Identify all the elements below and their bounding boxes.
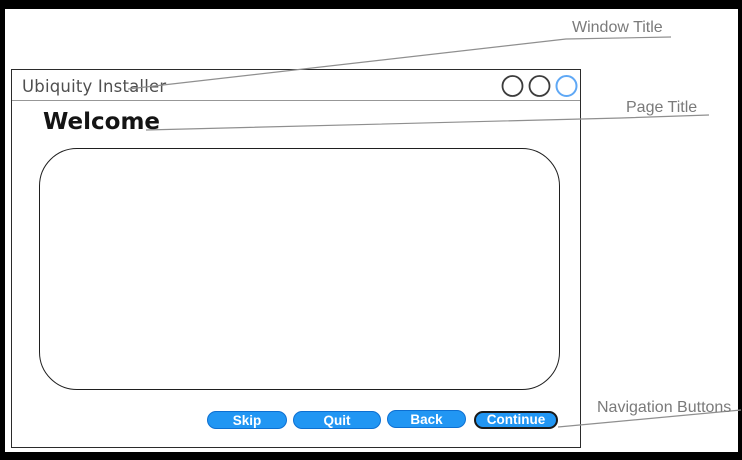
content-area — [39, 148, 560, 390]
circle-icon-highlighted[interactable] — [555, 75, 578, 97]
circle-icon[interactable] — [501, 75, 524, 97]
window-title-text: Ubiquity Installer — [22, 77, 167, 96]
circle-icon[interactable] — [528, 75, 551, 97]
quit-button[interactable]: Quit — [293, 411, 381, 429]
page-title: Welcome — [43, 109, 161, 135]
back-button[interactable]: Back — [387, 410, 466, 428]
annotation-window-title: Window Title — [572, 19, 663, 36]
annotation-nav-buttons: Navigation Buttons — [597, 399, 732, 416]
title-bar: Ubiquity Installer — [12, 70, 580, 101]
continue-button[interactable]: Continue — [474, 411, 558, 429]
window-controls — [501, 75, 578, 97]
installer-window: Ubiquity Installer Welcome Skip Quit Bac… — [11, 69, 581, 448]
skip-button[interactable]: Skip — [207, 411, 287, 429]
annotation-page-title: Page Title — [626, 99, 698, 116]
